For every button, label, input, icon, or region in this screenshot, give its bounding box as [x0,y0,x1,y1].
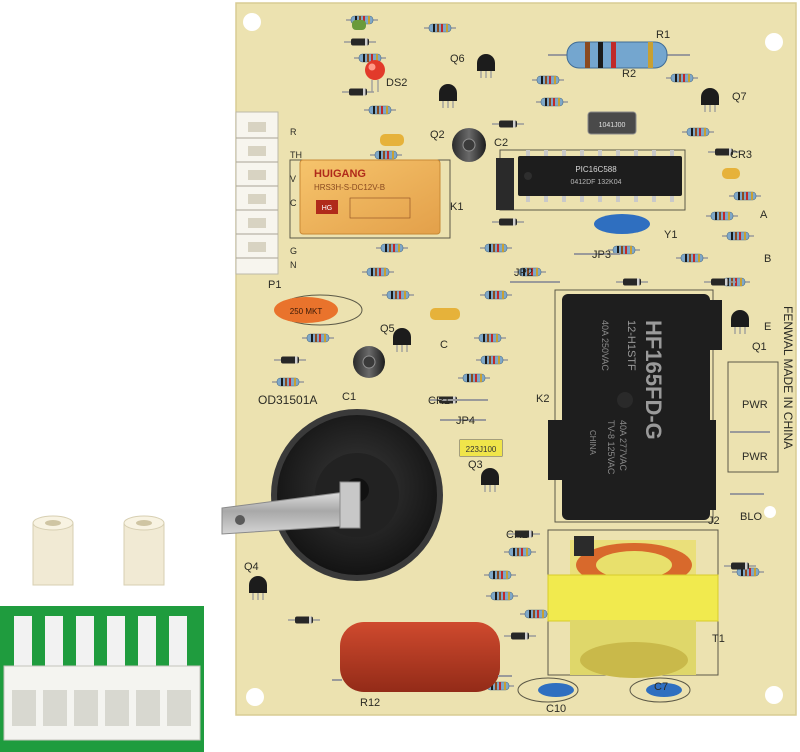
designator: PWR [742,451,768,463]
small-chip: 223J100 [460,440,502,456]
relay-rating: TV-8 125VAC [606,420,616,475]
pin-label: TH [290,150,302,160]
relay-k1: HUIGANG HRS3H-S-DC12V-B HG [299,159,441,235]
designator: DS2 [386,77,407,89]
designator: B [764,253,771,265]
designator: R1 [656,29,670,41]
electrolytic-capacitors [353,128,486,378]
svg-text:HG: HG [322,205,333,212]
designator: A [760,209,768,221]
film-capacitor: 250 MKT [274,297,338,323]
designator: K1 [450,201,463,213]
power-resistor [548,41,690,69]
capacitor-label: 250 MKT [290,307,323,316]
designator: BLO [740,511,762,523]
made-in-label: FENWAL MADE IN CHINA [781,306,795,449]
relay-model: HRS3H-S-DC12V-B [314,183,385,192]
designator: E [764,321,771,333]
part-code: OD31501A [258,393,317,407]
adapter-connector [3,665,201,741]
designator: CR3 [730,149,752,161]
relay-rating: 40A 277VAC [618,420,628,471]
nylon-spacer [32,515,74,586]
designator: Q6 [450,53,465,65]
rotary-switch [221,409,443,581]
crystal-label: 1041J00 [599,122,626,129]
connector-p1 [235,111,279,275]
designator: C10 [546,703,566,715]
x2-capacitor [332,622,512,692]
chip-label: 223J100 [466,445,497,454]
designator: JP2 [514,267,533,279]
relay-model: HF165FD-G [641,320,666,440]
designator: K2 [536,393,549,405]
pin-label: V [290,174,296,184]
relay-origin: CHINA [588,430,597,456]
ceramic-capacitors [538,214,682,697]
designator: P1 [268,279,281,291]
designator: Y1 [664,229,677,241]
nylon-spacer [123,515,165,586]
designator: R12 [360,697,380,709]
designator: CR2 [506,529,528,541]
designator: Q5 [380,323,395,335]
designator: Q4 [244,561,259,573]
mounting-hole [243,13,783,706]
designator: Q3 [468,459,483,471]
designator: JP3 [592,249,611,261]
switch-terminal [221,481,361,535]
pin-label: G [290,246,297,256]
relay-k2: HF165FD-G 12-H1STF 40A 250VAC 40A 277VAC… [548,294,722,520]
designator: C1 [342,391,356,403]
designator: Q1 [752,341,767,353]
relay-variant: 12-H1STF [625,320,637,371]
designator: C [440,339,448,351]
designator: CR1 [428,395,450,407]
designator: R2 [622,68,636,80]
relay-brand: HUIGANG [314,168,366,180]
chip-label-top: PIC16C588 [575,165,617,174]
pin-label: R [290,127,297,137]
chip-label-bottom: 0412DF 132K04 [571,179,622,186]
designator: Q2 [430,129,445,141]
side-chip [496,158,514,210]
pin-label: N [290,260,297,270]
led-indicator [365,60,385,92]
adapter-board [0,606,204,752]
jumpers [430,253,770,495]
microcontroller-chip: PIC16C588 0412DF 132K04 [518,150,682,202]
transformer [547,536,719,678]
designator: C2 [494,137,508,149]
designator: JP4 [456,415,475,427]
relay-rating: 40A 250VAC [600,320,610,371]
designator: PWR [742,399,768,411]
designator: T1 [712,633,725,645]
crystal-oscillator: 1041J00 [587,111,637,135]
designator: J2 [708,515,720,527]
pin-label: C [290,198,297,208]
designator: C7 [654,681,668,693]
designator: Q7 [732,91,747,103]
control-board: R TH V C G N [221,2,797,716]
small-capacitors [352,20,740,320]
